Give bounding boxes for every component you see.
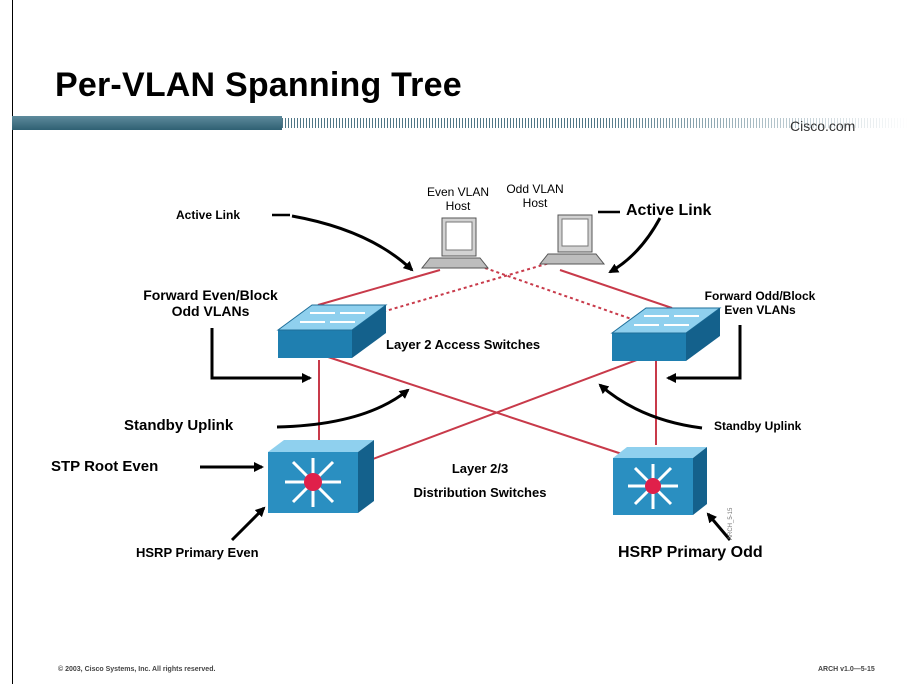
label-layer2-access-switches: Layer 2 Access Switches — [386, 337, 541, 352]
arrow-active-link-right — [608, 217, 662, 274]
label-even-vlan-host: Even VLAN Host — [418, 185, 498, 213]
label-forward-odd-line1: Forward Odd/Block — [704, 289, 816, 303]
arrow-active-link-left — [291, 214, 414, 272]
label-standby-uplink-left: Standby Uplink — [124, 417, 234, 434]
even-vlan-host-icon — [420, 217, 490, 269]
label-forward-odd-block-even: Forward Odd/Block Even VLANs — [680, 289, 840, 317]
label-active-link-left: Active Link — [176, 208, 241, 222]
label-even-vlan-host-line1: Even VLAN — [426, 185, 490, 199]
brand-label: Cisco.com — [790, 118, 856, 134]
arrow-hsrp-odd — [706, 512, 732, 541]
standby-uplink-left-access-to-right-dist — [321, 354, 626, 456]
link-even-host-to-right-access-blocked — [484, 267, 641, 323]
odd-vlan-host-icon — [538, 214, 606, 265]
arrow-standby-uplink-left — [276, 388, 410, 429]
arrow-forward-even — [210, 328, 312, 383]
link-even-host-to-left-access — [317, 269, 441, 306]
label-distribution-line2: Distribution Switches — [413, 485, 547, 500]
left-access-switch-icon — [276, 304, 388, 358]
arrow-forward-odd — [666, 325, 742, 383]
label-active-link-right: Active Link — [626, 202, 712, 219]
footer-copyright: © 2003, Cisco Systems, Inc. All rights r… — [58, 666, 216, 673]
label-hsrp-primary-odd: HSRP Primary Odd — [618, 544, 763, 561]
label-standby-uplink-right: Standby Uplink — [714, 419, 802, 433]
label-forward-even-line2: Odd VLANs — [171, 303, 250, 319]
header-bar-solid — [12, 116, 282, 130]
label-forward-odd-line2: Even VLANs — [724, 303, 796, 317]
label-stp-root-even: STP Root Even — [51, 458, 159, 475]
label-odd-vlan-host: Odd VLAN Host — [495, 182, 575, 210]
left-distribution-switch-icon — [268, 440, 374, 513]
slide-left-border — [12, 0, 13, 684]
label-forward-even-block-odd: Forward Even/Block Odd VLANs — [123, 287, 298, 319]
right-access-switch-icon — [610, 307, 722, 361]
label-forward-even-line1: Forward Even/Block — [143, 287, 278, 303]
header-bar-stripes — [282, 118, 909, 128]
arrow-standby-uplink-right — [598, 383, 703, 430]
slide-title: Per-VLAN Spanning Tree — [55, 66, 462, 104]
label-hsrp-primary-even: HSRP Primary Even — [136, 545, 259, 560]
label-distribution-switches: Layer 2/3 Distribution Switches — [405, 457, 555, 505]
callout-arrows — [200, 210, 742, 542]
link-odd-host-to-right-access — [559, 269, 673, 309]
header-bar — [12, 116, 909, 130]
label-even-vlan-host-line2: Host — [445, 199, 471, 213]
diagram-watermark: ARCH_5-15 — [728, 507, 734, 540]
label-odd-vlan-host-line1: Odd VLAN — [506, 182, 564, 196]
footer-slide-id: ARCH v1.0—5-15 — [818, 666, 875, 673]
right-distribution-switch-icon — [613, 447, 707, 515]
label-distribution-line1: Layer 2/3 — [451, 461, 509, 476]
links — [317, 261, 673, 463]
arrow-hsrp-even — [230, 506, 266, 542]
label-odd-vlan-host-line2: Host — [522, 196, 548, 210]
standby-uplink-right-access-to-left-dist — [364, 354, 651, 463]
